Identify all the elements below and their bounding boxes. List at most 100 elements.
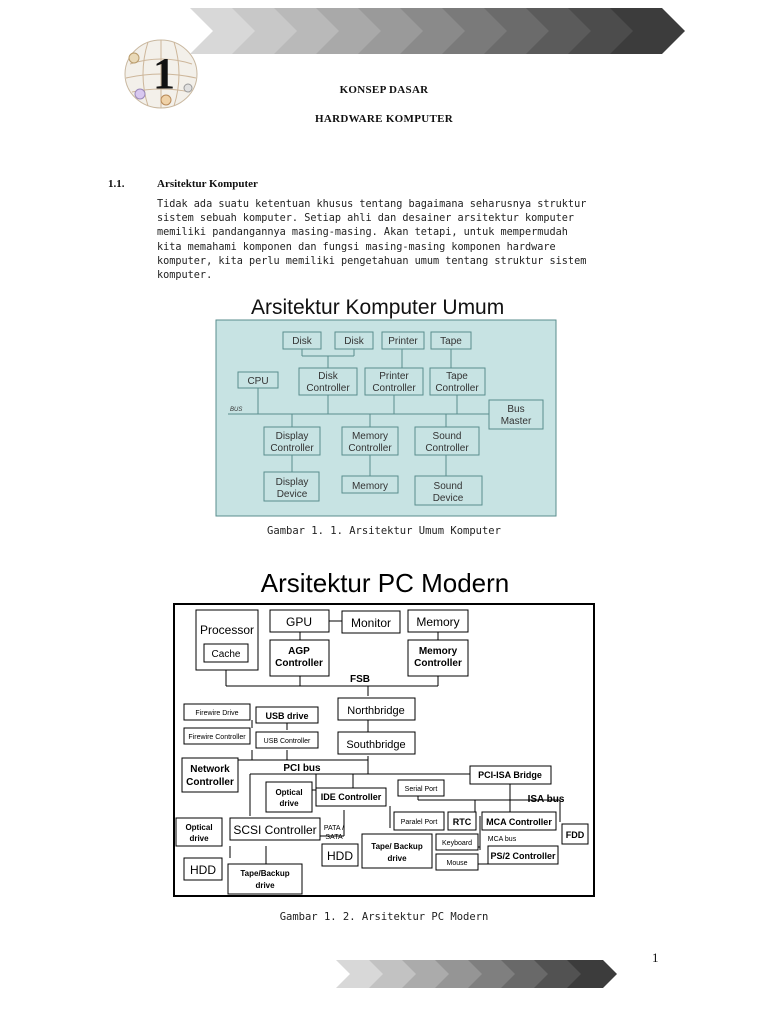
disk2-box: [334, 331, 374, 350]
chapter-number: 1: [153, 49, 175, 98]
hdd-mid-box: [321, 843, 359, 867]
serial-port-box: [397, 779, 445, 797]
optical-drive-left-label: drive: [189, 834, 209, 843]
mca-bus-label: MCA bus: [488, 836, 517, 843]
optical-drive-left-box: [175, 817, 223, 847]
disk-controller-label: Controller: [306, 383, 350, 394]
figure2-title: Arsitektur PC Modern: [261, 568, 510, 598]
fsb-label: FSB: [350, 674, 370, 685]
sound-device-box: [414, 475, 483, 506]
tape-backup-right-box: [361, 833, 433, 869]
processor-label: Processor: [200, 623, 254, 637]
tape-controller-label: Tape: [446, 371, 468, 382]
tape-controller-box: [429, 367, 486, 396]
figure-general-architecture: Arsitektur Komputer Umum: [215, 296, 557, 517]
network-controller-box: [181, 757, 239, 793]
mouse-box: [435, 853, 479, 871]
printer-controller-label: Controller: [372, 383, 416, 394]
cache-label: Cache: [212, 649, 241, 660]
decorative-chevron: [435, 960, 485, 988]
tape-controller-label: Controller: [435, 383, 479, 394]
header-arrow-band: [190, 8, 685, 54]
disk-controller-label: Disk: [318, 371, 338, 382]
mca-controller-box: [481, 811, 557, 831]
chapter-title-line2: HARDWARE KOMPUTER: [314, 113, 454, 125]
tape-backup-left-box: [227, 863, 303, 895]
sound-device-label: Device: [433, 493, 464, 504]
decorative-chevron: [567, 960, 617, 988]
section-paragraph: Tidak ada suatu ketentuan khusus tentang…: [157, 198, 662, 283]
decorative-chevron: [468, 960, 518, 988]
disk1-label: Disk: [292, 336, 312, 347]
firewire-controller-label: Firewire Controller: [188, 734, 246, 741]
memory-controller-label: Memory: [352, 431, 388, 442]
printer-controller-box: [364, 367, 424, 396]
pci-bus-label: PCI bus: [283, 763, 321, 774]
ide-controller-label: IDE Controller: [321, 792, 382, 802]
monitor-box: [341, 610, 401, 634]
paragraph-line: sistem sebuah komputer. Setiap ahli dan …: [157, 213, 575, 225]
firewire-drive-label: Firewire Drive: [195, 710, 238, 717]
agp-controller-label: AGP: [288, 646, 310, 657]
printer-box: [381, 331, 425, 350]
section-number: 1.1.: [108, 178, 125, 190]
southbridge-box: [337, 731, 416, 755]
pata-sata-label: SATA: [325, 834, 343, 841]
memory-controller-label: Controller: [414, 658, 462, 669]
paralel-port-label: Paralel Port: [401, 819, 438, 826]
tape-backup-left-label: Tape/Backup: [240, 869, 289, 878]
page-number: 1: [652, 950, 659, 965]
figure1-title: Arsitektur Komputer Umum: [251, 296, 504, 319]
memory-controller-box: [341, 426, 399, 456]
decorative-chevron: [336, 960, 386, 988]
display-device-label: Device: [277, 489, 308, 500]
paragraph-line: memiliki pandangannya masing-masing. Aka…: [157, 227, 568, 239]
scsi-controller-box: [229, 817, 321, 841]
optical-drive-left-label: Optical: [185, 823, 212, 832]
display-device-label: Display: [276, 477, 309, 488]
fdd-label: FDD: [566, 830, 585, 840]
decorative-chevron: [534, 960, 584, 988]
southbridge-label: Southbridge: [346, 739, 405, 751]
cpu-label: CPU: [247, 376, 268, 387]
disk1-box: [282, 331, 322, 350]
scsi-controller-label: SCSI Controller: [233, 823, 316, 837]
display-controller-label: Controller: [270, 443, 314, 454]
decorative-chevron: [610, 8, 685, 54]
paragraph-line: komputer.: [157, 270, 213, 282]
disk2-label: Disk: [344, 336, 364, 347]
memory-controller-label: Controller: [348, 443, 392, 454]
decorative-chevron: [402, 960, 452, 988]
mouse-label: Mouse: [446, 860, 467, 867]
gpu-box: [269, 609, 330, 633]
bus-master-label: Master: [501, 416, 532, 427]
section-title: Arsitektur Komputer: [157, 178, 258, 190]
ps2-controller-label: PS/2 Controller: [490, 851, 556, 861]
figure-modern-pc: Arsitektur PC Modern: [173, 568, 595, 897]
decorative-chevron: [369, 960, 419, 988]
pata-sata-label: PATA /: [324, 825, 344, 832]
paragraph-line: komputer, kita perlu memiliki pengetahua…: [157, 255, 587, 267]
ps2-controller-box: [487, 845, 559, 865]
footer-arrow-band: [336, 960, 617, 988]
northbridge-box: [337, 697, 416, 721]
memory-controller-box: [407, 639, 469, 677]
usb-drive-label: USB drive: [265, 711, 308, 721]
gpu-label: GPU: [286, 615, 312, 629]
agp-controller-box: [269, 639, 330, 677]
bus-master-label: Bus: [507, 404, 524, 415]
tape-backup-right-label: Tape/ Backup: [371, 842, 423, 851]
optical-drive-top-box: [265, 781, 313, 813]
tape-label: Tape: [440, 336, 462, 347]
optical-drive-top-label: Optical: [275, 788, 302, 797]
pci-isa-bridge-box: [469, 765, 552, 785]
sound-controller-box: [414, 426, 480, 456]
rtc-box: [447, 811, 477, 831]
bus-master-box: [488, 399, 544, 430]
decorative-chevron: [501, 960, 551, 988]
sound-device-label: Sound: [434, 481, 463, 492]
serial-port-label: Serial Port: [405, 786, 438, 793]
memory-label: Memory: [352, 481, 388, 492]
rtc-label: RTC: [453, 817, 472, 827]
usb-controller-box: [255, 731, 319, 749]
